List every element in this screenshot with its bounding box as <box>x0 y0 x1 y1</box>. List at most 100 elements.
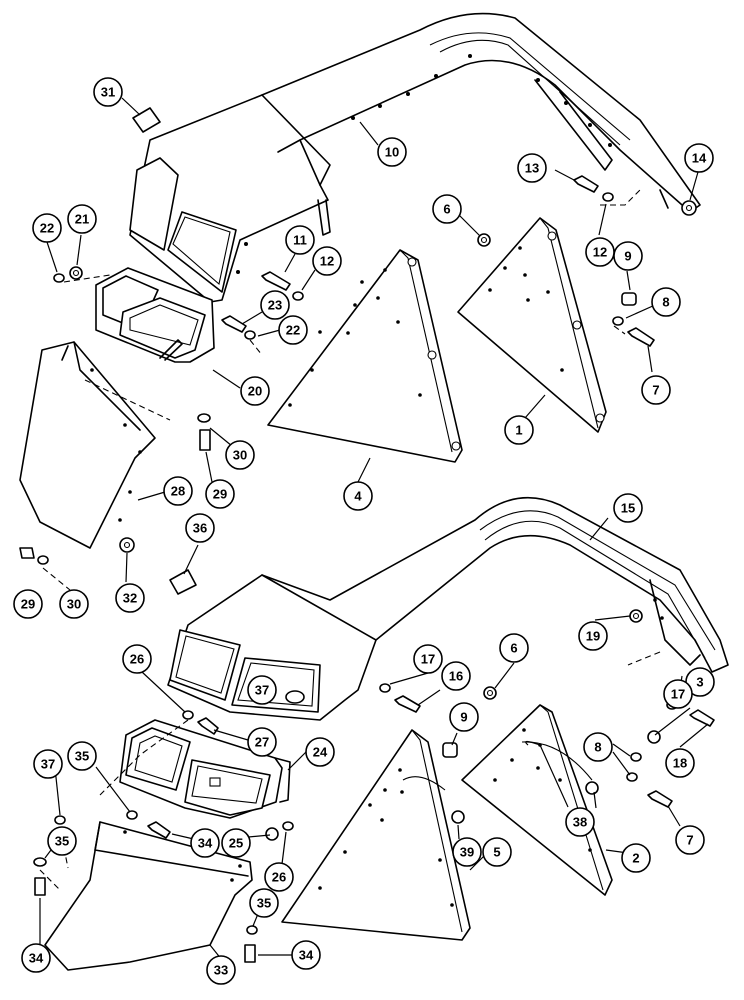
callout-number: 34 <box>198 836 213 851</box>
callout-number: 29 <box>21 597 35 612</box>
callout-circle <box>305 737 335 767</box>
hardware <box>19 107 715 963</box>
callout-9: 9 <box>613 241 643 271</box>
callout-number: 25 <box>229 836 243 851</box>
callout-number: 8 <box>594 740 601 755</box>
callout-number: 21 <box>75 212 89 227</box>
callout-number: 10 <box>385 145 399 160</box>
callout-number: 22 <box>40 221 54 236</box>
callout-7: 7 <box>675 825 705 855</box>
callout-number: 28 <box>171 484 185 499</box>
callout-circle <box>190 828 220 858</box>
callout-number: 7 <box>652 383 659 398</box>
upper-headlight-housing <box>95 267 215 363</box>
panel-4 <box>267 249 463 463</box>
callout-circle <box>517 153 547 183</box>
callout-number: 30 <box>67 597 81 612</box>
callout-circle <box>504 415 534 445</box>
callout-24: 24 <box>305 737 335 767</box>
callout-circle <box>482 837 512 867</box>
callout-6: 6 <box>499 633 529 663</box>
callout-37: 37 <box>33 749 63 779</box>
callout-26: 26 <box>264 862 294 892</box>
callout-number: 37 <box>41 757 55 772</box>
callout-number: 22 <box>286 323 300 338</box>
callout-circle <box>621 843 651 873</box>
callout-circle <box>613 493 643 523</box>
callout-number: 39 <box>460 845 474 860</box>
callout-circle <box>663 679 693 709</box>
callout-number: 32 <box>123 591 137 606</box>
callout-circle <box>47 826 77 856</box>
callout-39: 39 <box>452 837 482 867</box>
callout-22: 22 <box>278 315 308 345</box>
callout-number: 1 <box>515 423 522 438</box>
upper-lower-shroud <box>19 341 171 549</box>
callout-34: 34 <box>21 943 51 973</box>
callout-number: 2 <box>632 851 639 866</box>
callout-circle <box>163 476 193 506</box>
callout-circle <box>260 290 290 320</box>
callout-number: 17 <box>671 687 685 702</box>
callout-34: 34 <box>190 828 220 858</box>
callout-17: 17 <box>413 644 443 674</box>
callout-29: 29 <box>13 589 43 619</box>
callout-circle <box>33 749 63 779</box>
panel-2 <box>461 704 613 896</box>
callout-number: 7 <box>686 833 693 848</box>
callout-29: 29 <box>205 479 235 509</box>
callout-number: 17 <box>421 652 435 667</box>
panel-5 <box>281 729 471 941</box>
callout-20: 20 <box>240 376 270 406</box>
callout-5: 5 <box>482 837 512 867</box>
callout-number: 20 <box>248 384 262 399</box>
callout-number: 35 <box>55 834 69 849</box>
callout-16: 16 <box>441 661 471 691</box>
callout-circle <box>264 862 294 892</box>
callout-9: 9 <box>449 702 479 732</box>
callout-circle <box>205 479 235 509</box>
callout-circle <box>343 481 373 511</box>
callout-number: 19 <box>586 629 600 644</box>
callout-number: 33 <box>214 963 228 978</box>
callout-circle <box>67 741 97 771</box>
callout-number: 8 <box>662 295 669 310</box>
callout-number: 29 <box>213 487 227 502</box>
callout-number: 18 <box>673 756 687 771</box>
callout-2: 2 <box>621 843 651 873</box>
callout-number: 12 <box>593 245 607 260</box>
callout-31: 31 <box>93 77 123 107</box>
lower-fender <box>167 497 729 721</box>
callout-number: 14 <box>692 151 707 166</box>
callout-number: 27 <box>255 735 269 750</box>
callout-number: 9 <box>460 710 467 725</box>
callout-circle <box>565 807 595 837</box>
callout-12: 12 <box>585 237 615 267</box>
callout-number: 35 <box>75 749 89 764</box>
callout-number: 6 <box>443 202 450 217</box>
callout-37: 37 <box>247 675 277 705</box>
callout-32: 32 <box>115 583 145 613</box>
callout-35: 35 <box>249 888 279 918</box>
callout-22: 22 <box>32 213 62 243</box>
callout-28: 28 <box>163 476 193 506</box>
callout-circle <box>285 225 315 255</box>
callout-circle <box>122 644 152 674</box>
lower-headlight-housing <box>119 719 291 819</box>
callout-circle <box>684 143 714 173</box>
callout-circle <box>441 661 471 691</box>
callout-circle <box>247 675 277 705</box>
callout-number: 5 <box>493 845 500 860</box>
callout-14: 14 <box>684 143 714 173</box>
callout-circle <box>93 77 123 107</box>
callout-circle <box>185 513 215 543</box>
callout-circle <box>115 583 145 613</box>
callout-10: 10 <box>377 137 407 167</box>
callout-circle <box>291 940 321 970</box>
callout-number: 35 <box>257 896 271 911</box>
callout-number: 38 <box>573 815 587 830</box>
lower-lower-shroud <box>44 821 253 971</box>
callout-circle <box>312 246 342 276</box>
